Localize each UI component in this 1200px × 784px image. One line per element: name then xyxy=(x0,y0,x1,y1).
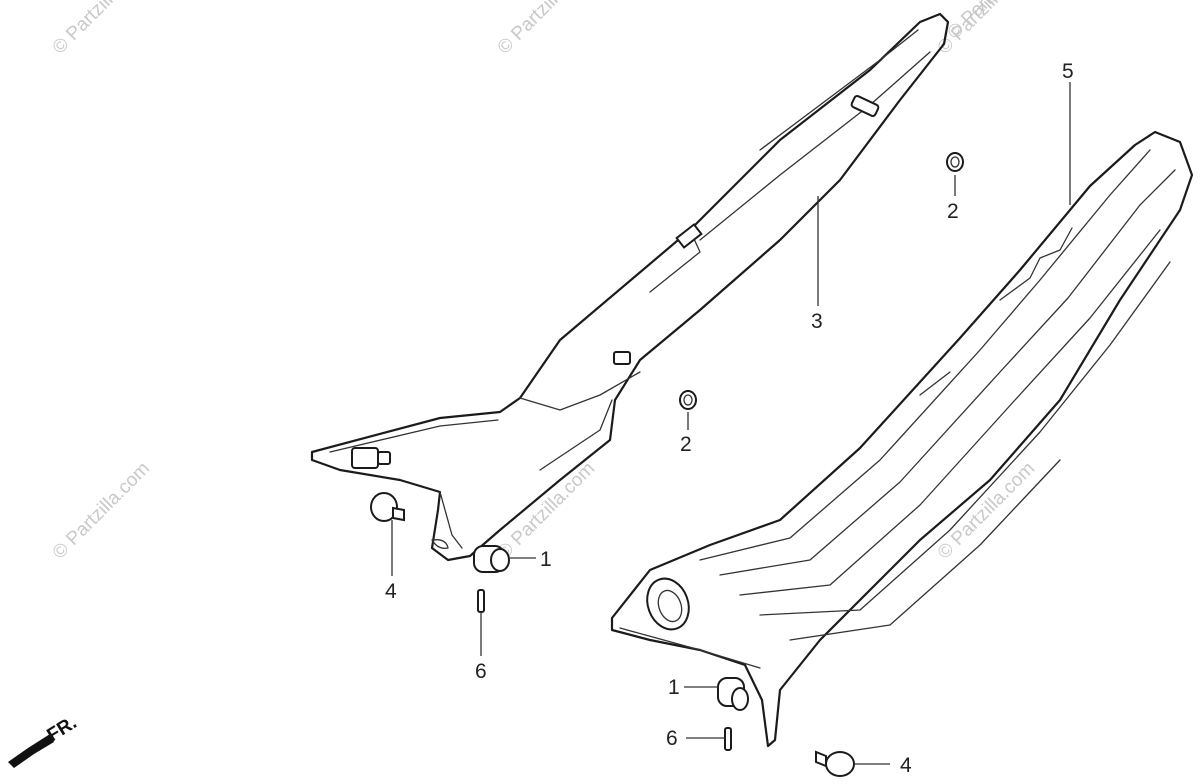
left-side-cover xyxy=(310,12,950,562)
rubber-mount-left xyxy=(370,492,405,522)
watermark: © Partzilla.com xyxy=(49,458,154,563)
leader-lines xyxy=(391,82,1071,765)
watermark: © Partzilla.com xyxy=(494,0,599,59)
right-side-cover xyxy=(610,130,1194,748)
grommet-top xyxy=(946,152,964,172)
collar-left xyxy=(473,545,510,573)
collar-right xyxy=(717,677,749,711)
callout-label: 5 xyxy=(1062,60,1074,83)
callout-label: 3 xyxy=(811,310,823,333)
callout-label: 6 xyxy=(666,727,678,750)
callout-label: 2 xyxy=(947,200,959,223)
clip-left xyxy=(477,589,485,613)
callout-label: 4 xyxy=(900,754,912,777)
callout-label: 2 xyxy=(680,433,692,456)
callout-labels: 1 1 2 2 3 4 4 5 6 6 xyxy=(385,60,1074,777)
watermark: © Partzilla.com xyxy=(934,458,1039,563)
rubber-mount-right xyxy=(815,750,855,777)
front-arrow-icon xyxy=(8,734,54,768)
watermark-layer: © Partzilla.com © Partzilla.com © Partzi… xyxy=(49,0,1049,564)
callout-label: 1 xyxy=(540,548,552,571)
grommet-middle xyxy=(679,390,697,410)
clip-right xyxy=(724,727,732,751)
callout-label: 1 xyxy=(668,676,680,699)
callout-label: 4 xyxy=(385,580,397,603)
front-direction-indicator: FR. xyxy=(8,712,81,768)
watermark: © Partzilla.com xyxy=(49,0,154,59)
callout-label: 6 xyxy=(475,660,487,683)
